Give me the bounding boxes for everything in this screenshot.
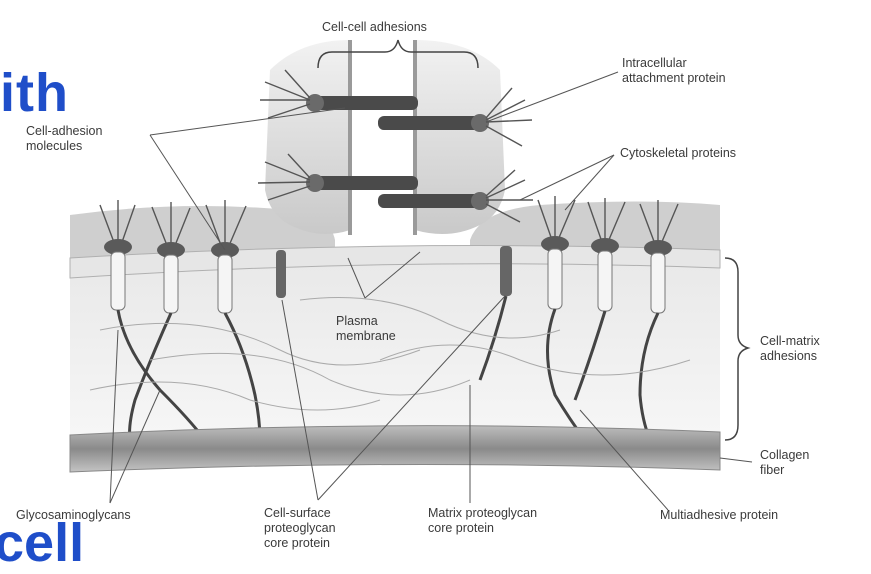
- cell-matrix-bracket: [725, 258, 748, 440]
- label-collagen-fiber: Collagen fiber: [760, 448, 809, 478]
- slide-text-fragment-top: ith: [0, 62, 69, 124]
- label-cell-cell-adhesions: Cell-cell adhesions: [322, 20, 427, 35]
- label-cell-surface-proteoglycan: Cell-surface proteoglycan core protein: [264, 506, 336, 551]
- label-intracellular-attachment-protein: Intracellular attachment protein: [622, 56, 726, 86]
- label-plasma-membrane: Plasma membrane: [336, 314, 396, 344]
- label-cytoskeletal-proteins: Cytoskeletal proteins: [620, 146, 736, 161]
- label-matrix-proteoglycan: Matrix proteoglycan core protein: [428, 506, 537, 536]
- label-cell-matrix-adhesions: Cell-matrix adhesions: [760, 334, 820, 364]
- upper-cell-left: [265, 40, 350, 234]
- label-glycosaminoglycans: Glycosaminoglycans: [16, 508, 131, 523]
- label-cell-adhesion-molecules: Cell-adhesion molecules: [26, 124, 102, 154]
- collagen-fiber: [70, 426, 720, 472]
- label-multiadhesive-protein: Multiadhesive protein: [660, 508, 778, 523]
